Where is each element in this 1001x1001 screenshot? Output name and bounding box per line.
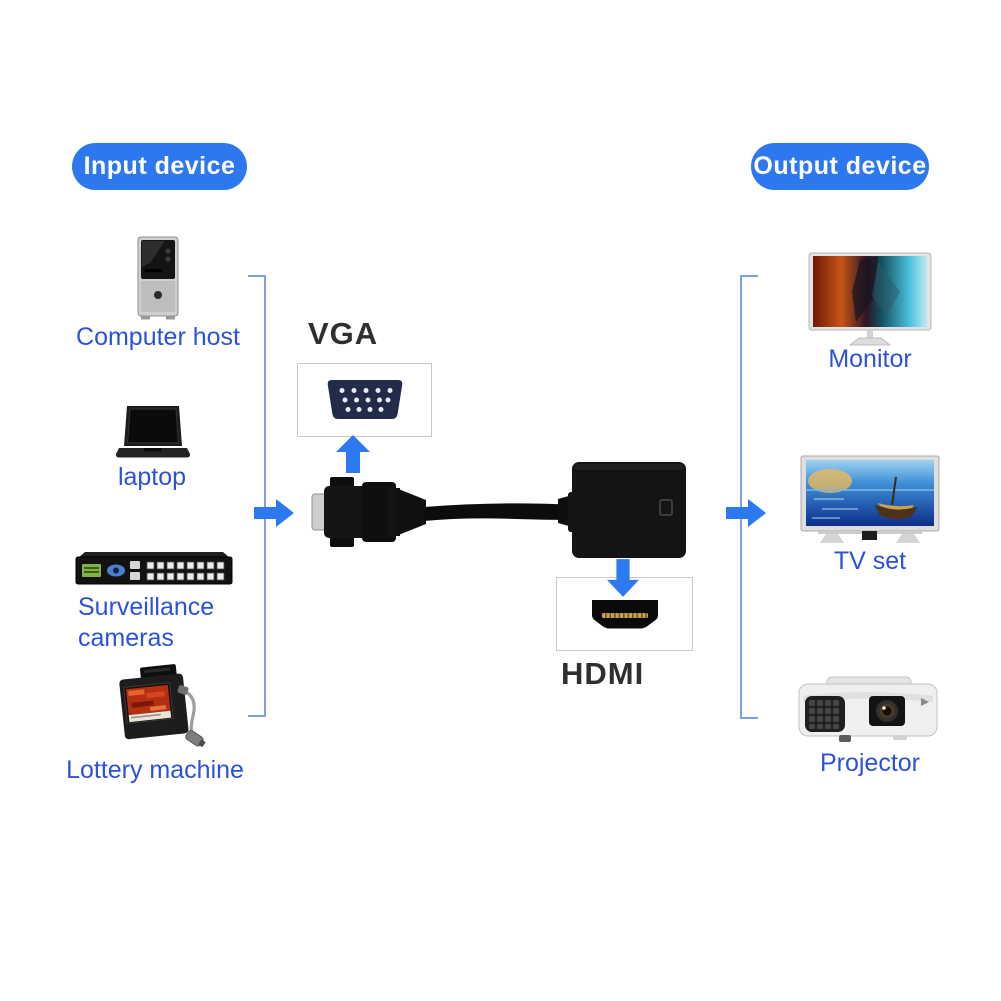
surveillance-dvr-icon <box>75 552 233 585</box>
output-device-pill: Output device <box>751 143 929 190</box>
computer-host-icon <box>137 236 179 320</box>
projector-label: Projector <box>819 749 921 777</box>
surveillance-cameras-label: Surveillance cameras <box>78 593 215 652</box>
lottery-machine-icon <box>119 664 206 748</box>
vga-up-arrow <box>336 435 370 473</box>
computer-host-label: Computer host <box>76 323 240 351</box>
monitor-label: Monitor <box>828 345 912 373</box>
tv-icon <box>800 455 940 543</box>
monitor-icon <box>808 252 932 346</box>
vga-port-box <box>297 363 432 437</box>
input-bracket-line <box>248 275 266 717</box>
output-device-pill-label: Output device <box>753 152 927 180</box>
output-bracket-line <box>740 275 758 719</box>
hdmi-connector-icon <box>591 599 658 628</box>
lottery-machine-label: Lottery machine <box>66 756 244 784</box>
laptop-icon <box>115 406 191 458</box>
hdmi-label: HDMI <box>561 656 645 691</box>
hdmi-down-arrow <box>607 559 639 597</box>
input-device-pill: Input device <box>72 143 247 190</box>
vga-connector-icon <box>327 380 402 419</box>
vga-label: VGA <box>308 316 379 351</box>
input-flow-arrow <box>254 499 294 527</box>
tv-set-label: TV set <box>833 547 907 575</box>
vga-to-hdmi-adapter <box>311 462 686 558</box>
output-flow-arrow <box>726 499 766 527</box>
projector-icon <box>798 676 938 742</box>
input-device-pill-label: Input device <box>83 152 236 180</box>
laptop-label: laptop <box>117 463 187 491</box>
